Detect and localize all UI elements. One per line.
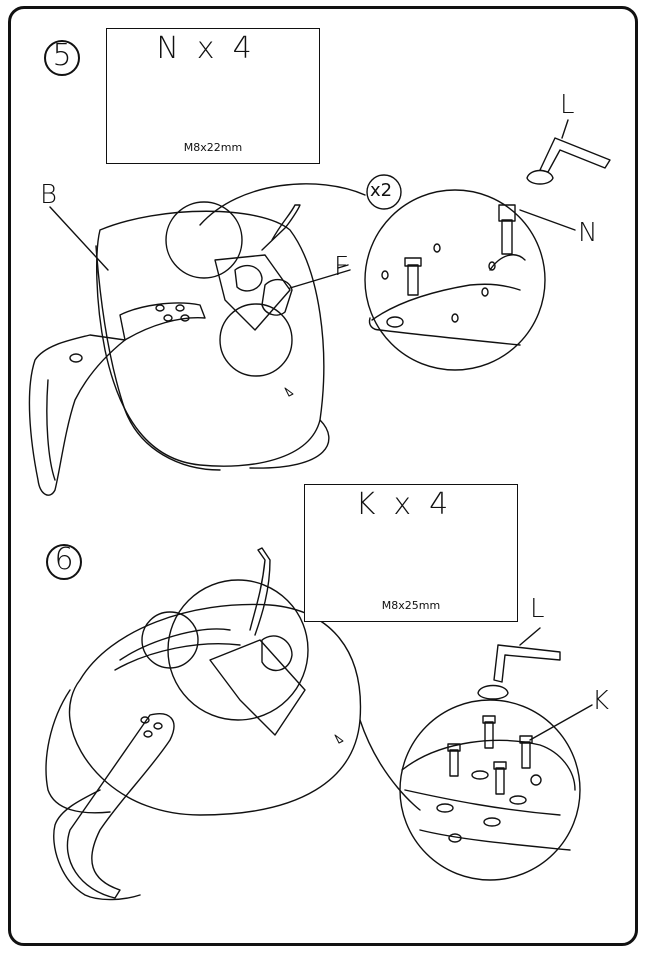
part-size-n: M8x22mm	[183, 141, 243, 154]
wrench-l-step6	[477, 627, 561, 700]
label-wrench-l-step5: L	[560, 90, 575, 120]
label-multiplier-x2: x2	[370, 180, 393, 201]
wrench-l-step5	[526, 119, 611, 185]
page-frame	[8, 6, 638, 946]
mechanism-f-step5	[165, 201, 351, 397]
seat-b-step5	[28, 183, 366, 496]
label-seat-b: B	[40, 180, 58, 210]
label-wrench-l-step6: L	[530, 594, 545, 624]
detail-circle-step6	[399, 699, 593, 881]
label-bolt-k: K	[592, 686, 610, 716]
detail-circle-step5	[364, 189, 576, 371]
parts-box-k: Kx4 M8x25mm	[304, 484, 518, 622]
x2-circle	[366, 174, 402, 210]
part-heading-n: Nx4	[156, 31, 270, 66]
label-bolt-n: N	[578, 218, 598, 248]
parts-box-n: Nx4 M8x22mm	[106, 28, 320, 164]
seat-step6	[45, 547, 421, 901]
part-size-k: M8x25mm	[381, 599, 441, 612]
part-heading-k: Kx4	[355, 487, 467, 522]
label-mechanism-f: F	[334, 252, 349, 282]
